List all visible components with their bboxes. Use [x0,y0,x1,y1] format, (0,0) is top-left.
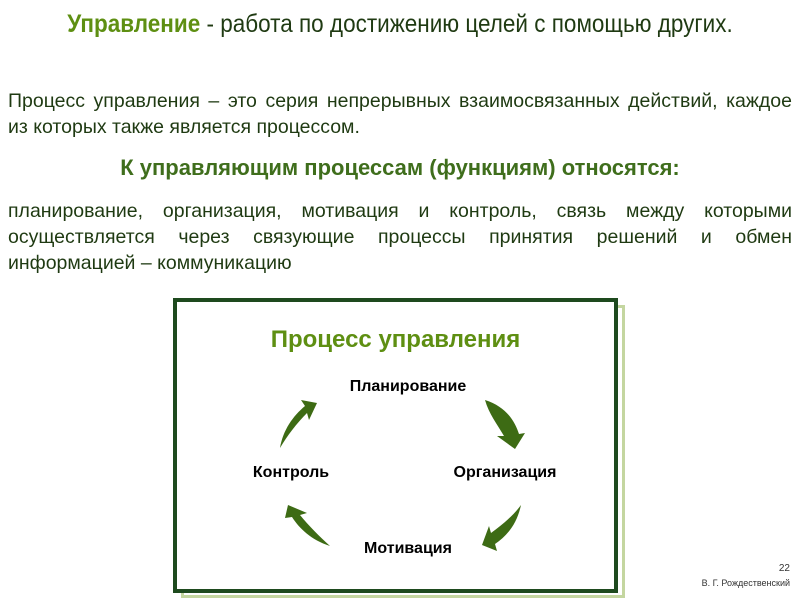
node-control: Контроль [252,464,330,481]
process-diagram: Процесс управления Планирование Организа… [173,298,618,593]
process-definition-paragraph: Процесс управления – это серия непрерывн… [8,90,792,138]
functions-paragraph: планирование, организация, мотивация и к… [8,200,792,274]
slide-title: Управление - работа по достижению целей … [40,8,760,40]
page-number: 22 [778,563,790,574]
diagram-title: Процесс управления [270,326,521,353]
node-organization: Организация [453,464,557,481]
arrow-motivation-to-control-icon [285,505,330,546]
arrow-org-to-motivation-icon [482,505,521,551]
author: В. Г. Рождественский [701,578,790,588]
node-planning: Планирование [349,378,467,395]
title-definition: - работа по достижению целей с помощью д… [200,10,733,38]
cycle-arrows [280,400,525,551]
title-term: Управление [67,10,201,38]
arrow-plan-to-org-icon [485,400,525,449]
functions-heading: К управляющим процессам (функциям) относ… [120,155,680,180]
arrow-control-to-plan-icon [280,400,317,448]
node-motivation: Мотивация [364,540,452,557]
